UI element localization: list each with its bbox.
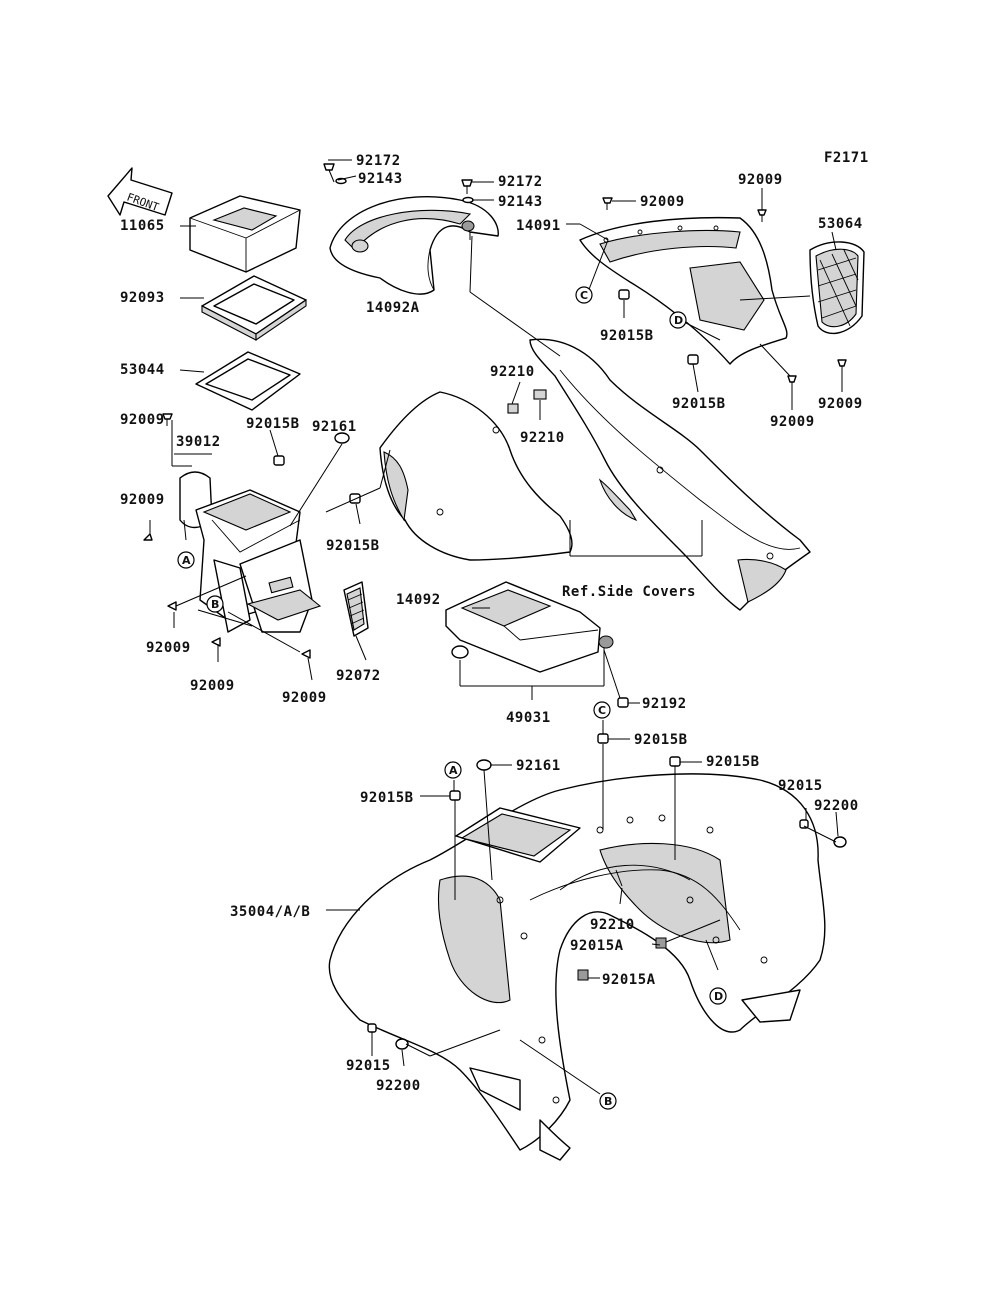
label-11065: 11065 — [120, 218, 165, 234]
front-arrow-icon: FRONT — [107, 167, 173, 216]
side-cover-left — [379, 391, 573, 561]
label-92210-c: 92210 — [590, 917, 635, 933]
label-49031: 49031 — [506, 710, 551, 726]
label-92015B-e: 92015B — [634, 732, 688, 748]
figure-code: F2171 — [824, 150, 869, 166]
label-92009-e: 92009 — [120, 412, 165, 428]
callout-c-bottom: C — [593, 701, 611, 719]
label-14092: 14092 — [396, 592, 441, 608]
label-92015B-f: 92015B — [706, 754, 760, 770]
label-53064: 53064 — [818, 216, 863, 232]
svg-text:D: D — [674, 314, 683, 327]
label-92015B-c: 92015B — [246, 416, 300, 432]
callout-a-left: A — [177, 551, 195, 569]
fender-holes — [496, 814, 768, 1104]
label-92200-a: 92200 — [814, 798, 859, 814]
callout-b-bottom: B — [599, 1092, 617, 1110]
label-92192: 92192 — [642, 696, 687, 712]
label-92072: 92072 — [336, 668, 381, 684]
leader-lines — [149, 159, 843, 1095]
part-11065-cover — [189, 195, 301, 273]
label-92015A-a: 92015A — [570, 938, 624, 954]
label-92015B-b: 92015B — [672, 396, 726, 412]
ref-side-covers-note: Ref.Side Covers — [562, 584, 696, 600]
label-92015B-a: 92015B — [600, 328, 654, 344]
label-92009-c: 92009 — [818, 396, 863, 412]
label-92143-a: 92143 — [358, 171, 403, 187]
label-92015B-d: 92015B — [326, 538, 380, 554]
label-92015-b: 92015 — [346, 1058, 391, 1074]
label-35004: 35004/A/B — [230, 904, 310, 920]
svg-text:B: B — [604, 1095, 612, 1108]
label-53044: 53044 — [120, 362, 165, 378]
label-92210-a: 92210 — [490, 364, 535, 380]
label-92093: 92093 — [120, 290, 165, 306]
label-92210-b: 92210 — [520, 430, 565, 446]
label-92009-i: 92009 — [282, 690, 327, 706]
part-35004-rear-fender — [328, 773, 826, 1161]
label-92015B-g: 92015B — [360, 790, 414, 806]
svg-text:C: C — [580, 289, 588, 302]
label-92009-d: 92009 — [770, 414, 815, 430]
label-92161-b: 92161 — [516, 758, 561, 774]
label-92200-b: 92200 — [376, 1078, 421, 1094]
callout-c-top: C — [575, 286, 593, 304]
fasteners — [143, 163, 847, 1050]
label-92161-a: 92161 — [312, 419, 357, 435]
callout-d-top: D — [669, 311, 687, 329]
label-14092A: 14092A — [366, 300, 420, 316]
part-92093-gasket — [201, 275, 307, 342]
part-53044-seal — [195, 351, 301, 411]
callout-a-bottom: A — [444, 761, 462, 779]
label-92015-a: 92015 — [778, 778, 823, 794]
part-14092-cover — [445, 581, 614, 673]
side-cover-right — [529, 338, 811, 611]
label-92172-b: 92172 — [498, 174, 543, 190]
label-14091: 14091 — [516, 218, 561, 234]
callout-d-bottom: D — [709, 987, 727, 1005]
part-39012-box — [179, 471, 322, 633]
svg-text:A: A — [449, 764, 458, 777]
svg-text:C: C — [598, 704, 606, 717]
svg-text:A: A — [182, 554, 191, 567]
part-92072-grille — [343, 581, 369, 637]
label-92009-b: 92009 — [738, 172, 783, 188]
label-92009-a: 92009 — [640, 194, 685, 210]
label-39012: 39012 — [176, 434, 221, 450]
label-92172-a: 92172 — [356, 153, 401, 169]
part-14092A-cover — [329, 196, 499, 295]
label-92009-g: 92009 — [146, 640, 191, 656]
label-92015A-b: 92015A — [602, 972, 656, 988]
svg-text:B: B — [211, 598, 219, 611]
label-92009-h: 92009 — [190, 678, 235, 694]
part-labels: 92172 92143 92172 92143 14092A 11065 920… — [120, 153, 863, 1094]
label-92143-b: 92143 — [498, 194, 543, 210]
svg-text:D: D — [714, 990, 723, 1003]
part-53064-grille — [809, 241, 865, 335]
part-14091-cover — [579, 216, 788, 365]
label-92009-f: 92009 — [120, 492, 165, 508]
callout-b-left: B — [206, 595, 224, 613]
